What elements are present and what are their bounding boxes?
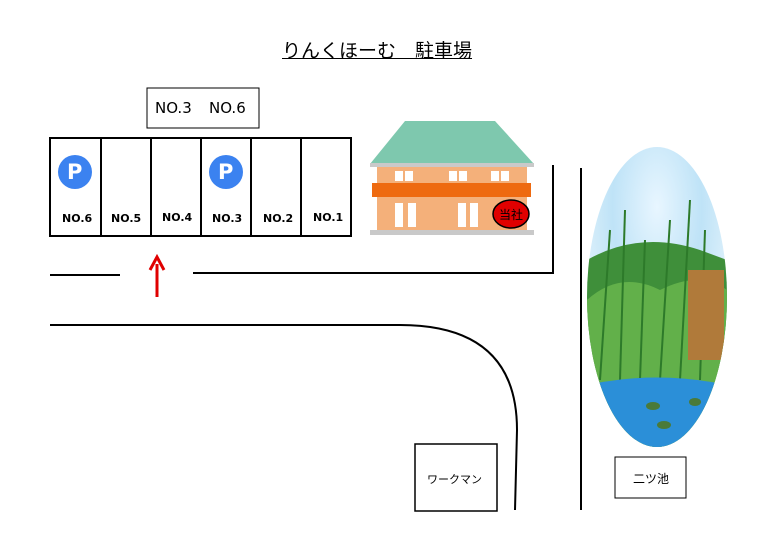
stall-label: NO.6 xyxy=(62,212,93,225)
stall-label: NO.1 xyxy=(313,211,344,224)
parking-icon-letter: P xyxy=(67,160,83,184)
workman-box xyxy=(414,443,498,512)
reserved-label-no3: NO.3 xyxy=(155,99,192,117)
office-badge xyxy=(492,199,530,229)
pond-box xyxy=(614,456,687,499)
pond-picture xyxy=(587,147,727,447)
parking-stalls xyxy=(49,137,352,237)
workman-label: ワークマン xyxy=(427,473,482,486)
roads xyxy=(50,165,582,511)
parking-icon xyxy=(209,155,243,189)
pond-label: 二ツ池 xyxy=(633,472,670,486)
stall-label: NO.2 xyxy=(263,212,294,225)
stall-label: NO.4 xyxy=(162,211,193,224)
office-building-icon xyxy=(370,121,534,235)
stall-label: NO.5 xyxy=(111,212,142,225)
parking-icon-letter: P xyxy=(218,160,234,184)
entrance-arrow-icon xyxy=(148,253,166,297)
reserved-box xyxy=(146,87,260,129)
stall-label: NO.3 xyxy=(212,212,243,225)
parking-icon xyxy=(58,155,92,189)
office-badge-label: 当社 xyxy=(499,208,524,222)
reserved-label-no6: NO.6 xyxy=(209,99,246,117)
page-title: りんくほーむ 駐車場 xyxy=(282,40,473,62)
